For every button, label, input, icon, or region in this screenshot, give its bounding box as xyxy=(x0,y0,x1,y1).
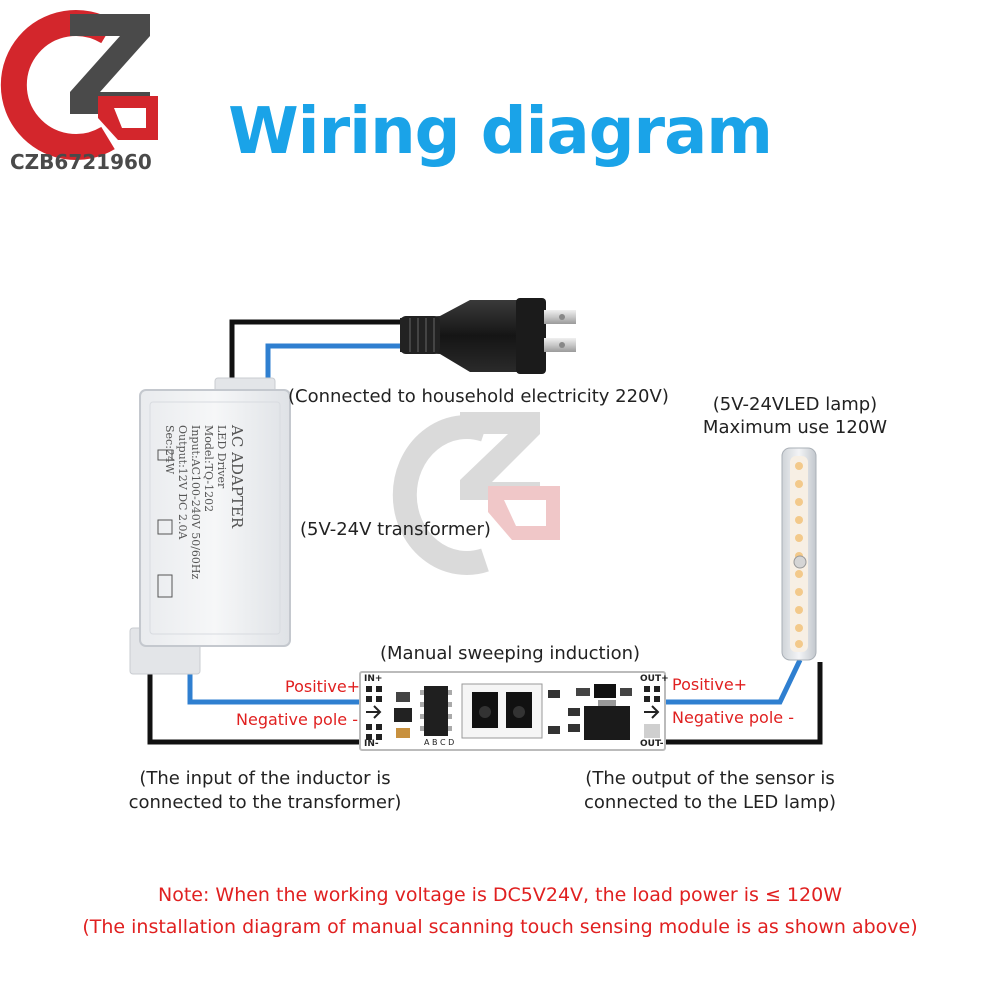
pcb-in-minus: IN- xyxy=(364,739,379,749)
output-label-line2: connected to the LED lamp) xyxy=(583,792,837,813)
sensor-module-pcb xyxy=(359,671,666,751)
adapter-label-line2: LED Driver xyxy=(215,425,228,489)
mains-wires xyxy=(229,319,410,392)
adapter-label-line1: AC ADAPTER xyxy=(228,425,246,529)
pcb-pins: A B C D xyxy=(424,738,455,747)
output-positive-label: Positive+ xyxy=(672,675,748,694)
pcb-in-plus: IN+ xyxy=(364,674,383,684)
plug-label: (Connected to household electricity 220V… xyxy=(288,386,669,407)
adapter-label-line4: Input:AC100-240V 50/60Hz xyxy=(189,425,202,580)
adapter-label: AC ADAPTER LED Driver Model:TQ-1202 Inpu… xyxy=(163,425,246,645)
pcb-out-minus: OUT- xyxy=(640,739,664,749)
pcb-out-plus: OUT+ xyxy=(640,674,669,684)
output-wires xyxy=(665,658,823,745)
brand-logo-icon xyxy=(0,10,158,160)
lamp-label-line2: Maximum use 120W xyxy=(702,417,888,438)
watermark-logo-icon xyxy=(392,412,560,575)
transformer-adapter xyxy=(129,377,291,675)
adapter-label-line3: Model:TQ-1202 xyxy=(202,425,215,513)
input-positive-label: Positive+ xyxy=(285,677,361,696)
adapter-label-line5: Output:12V DC 2.0A xyxy=(176,425,189,540)
output-negative-label: Negative pole - xyxy=(672,708,794,727)
output-label-line1: (The output of the sensor is xyxy=(585,768,835,789)
input-negative-label: Negative pole - xyxy=(236,710,358,729)
transformer-label: (5V-24V transformer) xyxy=(300,519,491,540)
lamp-label-line1: (5V-24VLED lamp) xyxy=(712,394,878,415)
power-plug-icon xyxy=(400,298,576,374)
page-title: Wiring diagram xyxy=(228,95,773,169)
input-label-line2: connected to the transformer) xyxy=(128,792,402,813)
brand-logo-text: CZB6721960 xyxy=(10,150,152,174)
adapter-label-line6: Sec:24W xyxy=(163,425,176,475)
led-lamp xyxy=(781,447,817,661)
input-label-line1: (The input of the inductor is xyxy=(139,768,391,789)
note-line2: (The installation diagram of manual scan… xyxy=(82,916,918,938)
note-line1: Note: When the working voltage is DC5V24… xyxy=(158,884,842,906)
module-label: (Manual sweeping induction) xyxy=(380,643,641,664)
